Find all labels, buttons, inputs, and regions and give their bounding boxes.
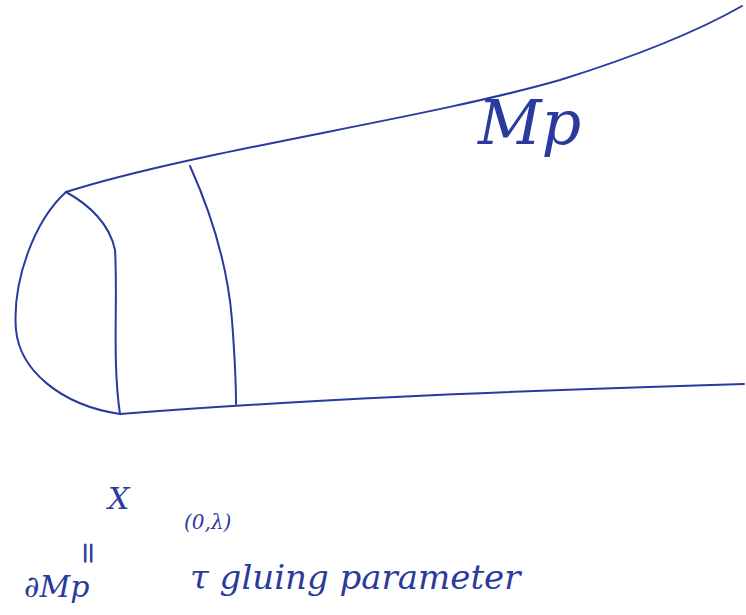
boundary-cap	[16, 192, 120, 414]
boundary-label: X	[108, 484, 129, 514]
manifold-label: Mp	[478, 92, 581, 154]
tube-bottom-edge	[120, 384, 744, 414]
tube-top-edge	[66, 6, 742, 192]
collar-curve	[190, 166, 236, 404]
gluing-parameter-label: τ gluing parameter	[190, 560, 520, 594]
boundary-symbol: ∂Mp	[24, 572, 89, 602]
interval-label: (0,λ)	[184, 512, 231, 532]
equals-sign: =	[74, 540, 104, 565]
